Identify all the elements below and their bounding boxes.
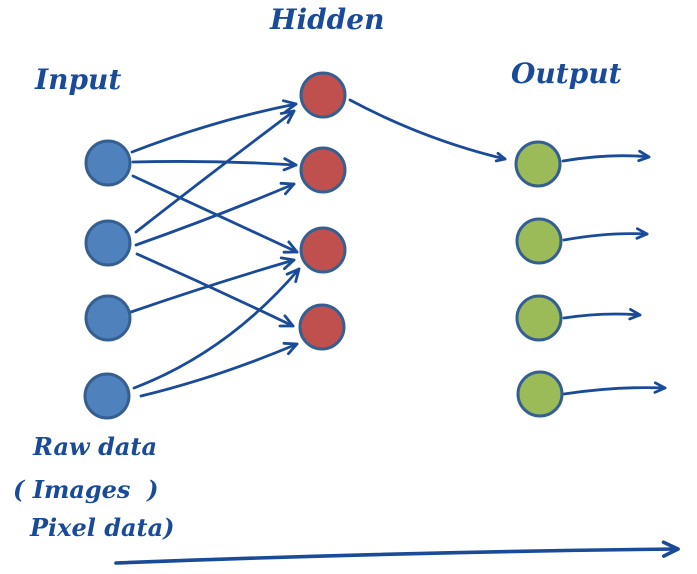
edge-input2-hidden4 [135,252,295,328]
output-node-4 [516,370,564,418]
output-node-2 [515,217,563,265]
edge-input1-hidden2 [131,157,298,172]
input-node-3 [84,294,132,342]
output-node-1 [514,140,562,188]
edge-input2-hidden1 [134,109,296,234]
edge-input4-hidden4 [139,341,299,398]
edge-hidden1-output1 [348,98,507,163]
edge-input3-hidden3 [129,256,296,314]
edge-input1-hidden3 [131,174,299,254]
input-node-2 [84,219,132,267]
hidden-node-2 [299,146,347,194]
hidden-node-1 [299,71,347,119]
caption-pixel-data: Pixel data) [30,513,175,542]
input-node-1 [84,139,132,187]
output2-arrow [562,227,649,242]
input-layer-label: Input [35,63,122,96]
caption-images: ( Images ) [13,475,159,504]
output-layer-label: Output [511,57,622,90]
edge-input4-hidden3 [132,267,301,390]
output4-arrow [562,381,667,396]
edge-input2-hidden2 [134,181,296,247]
hidden-layer-label: Hidden [270,3,385,36]
hidden-node-3 [299,226,347,274]
caption-raw-data: Raw data [33,432,158,461]
output3-arrow [562,308,642,321]
input-node-4 [83,372,131,420]
edge-input1-hidden1 [130,99,298,154]
output-node-3 [515,294,563,342]
timeline-arrow [114,540,680,565]
output1-arrow [561,149,651,163]
hidden-node-4 [298,303,346,351]
